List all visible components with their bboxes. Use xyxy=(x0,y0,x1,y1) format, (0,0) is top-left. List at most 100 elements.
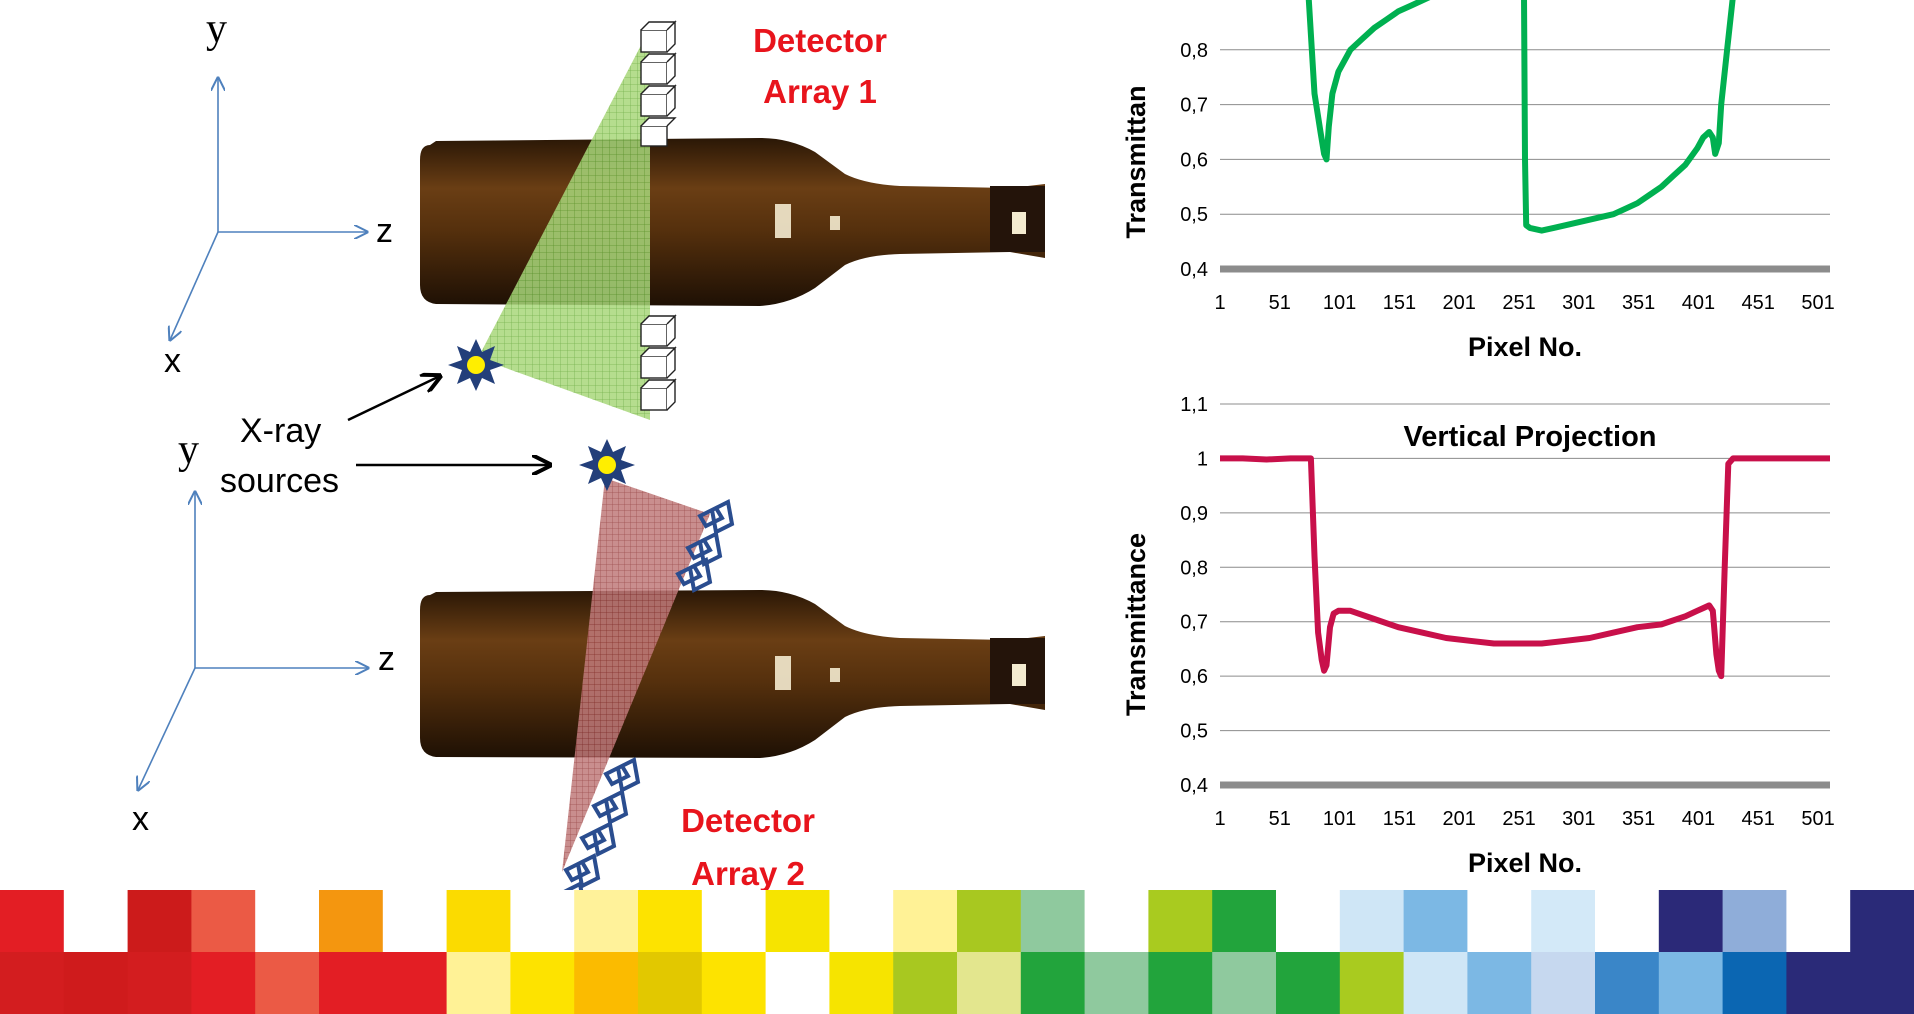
xray-label-line1: X-ray xyxy=(240,412,321,450)
palette-swatch xyxy=(1339,890,1405,952)
palette-swatch xyxy=(574,890,639,952)
palette-swatch xyxy=(957,952,1022,1014)
y-tick-label: 0,7 xyxy=(1180,612,1208,634)
detector-array-1-label: Detector Array 1 xyxy=(753,22,887,110)
palette-swatch xyxy=(1148,952,1213,1014)
palette-swatch xyxy=(765,890,830,952)
y-tick-label: 1,1 xyxy=(1180,394,1208,416)
detector-array-2-label: Detector Array 2 xyxy=(681,802,815,892)
axis-label-y-bottom: y xyxy=(178,427,199,473)
x-tick-label: 201 xyxy=(1443,292,1476,314)
palette-swatch xyxy=(893,952,958,1014)
x-tick-label: 1 xyxy=(1214,808,1225,830)
y-tick-label: 0,7 xyxy=(1180,95,1208,117)
palette-swatch xyxy=(1403,952,1468,1014)
y-tick-label: 0,9 xyxy=(1180,503,1208,525)
palette-swatch xyxy=(1276,890,1341,952)
palette-swatch xyxy=(1786,890,1851,952)
palette-swatch xyxy=(1850,890,1914,952)
x-tick-label: 101 xyxy=(1323,292,1356,314)
palette-swatch xyxy=(1339,952,1405,1014)
x-axis-label: Pixel No. xyxy=(1468,848,1582,878)
palette-swatch xyxy=(191,890,256,952)
y-tick-label: 0,4 xyxy=(1180,259,1208,281)
xray-source-top xyxy=(448,339,504,391)
axes-top: y z x xyxy=(164,6,393,380)
palette-swatch xyxy=(1467,890,1532,952)
palette-swatch xyxy=(0,952,65,1014)
y-tick-label: 0,4 xyxy=(1180,775,1208,797)
y-tick-label: 0,8 xyxy=(1180,40,1208,62)
xray-sources-label: X-ray sources xyxy=(220,412,339,500)
x-tick-label: 151 xyxy=(1383,292,1416,314)
axis-label-z-top: z xyxy=(376,212,393,250)
palette-swatch xyxy=(1850,952,1914,1014)
detector-array-1-line2: Array 1 xyxy=(763,73,877,110)
axes-bottom: y z x xyxy=(132,427,395,838)
palette-swatch xyxy=(1595,890,1660,952)
palette-swatch xyxy=(1722,890,1787,952)
x-tick-label: 101 xyxy=(1323,808,1356,830)
x-tick-label: 51 xyxy=(1269,292,1291,314)
series-line xyxy=(1220,455,1830,680)
y-tick-label: 0,5 xyxy=(1180,204,1208,226)
y-tick-label: 0,6 xyxy=(1180,666,1208,688)
palette-swatch xyxy=(1020,890,1086,952)
palette-swatch xyxy=(63,952,129,1014)
detector-array-2-line2: Array 2 xyxy=(691,855,805,892)
detector-array-1 xyxy=(640,20,677,411)
x-tick-label: 401 xyxy=(1682,292,1715,314)
y-axis-label: Transmittan xyxy=(1121,85,1151,238)
x-axis-label: Pixel No. xyxy=(1468,332,1582,362)
palette-swatch xyxy=(574,952,639,1014)
series-line xyxy=(1305,0,1736,234)
palette-swatch xyxy=(829,952,894,1014)
x-tick-label: 251 xyxy=(1502,808,1535,830)
y-axis-label: Transmittance xyxy=(1121,533,1151,716)
x-tick-label: 51 xyxy=(1269,808,1291,830)
beam-green xyxy=(478,28,650,420)
palette-swatch xyxy=(1467,952,1532,1014)
palette-swatch xyxy=(382,952,448,1014)
palette-swatch xyxy=(1084,952,1149,1014)
x-tick-label: 451 xyxy=(1742,292,1775,314)
beam-red xyxy=(562,478,710,872)
x-tick-label: 201 xyxy=(1443,808,1476,830)
axis-label-y-top: y xyxy=(206,6,227,52)
palette-swatch xyxy=(510,952,575,1014)
palette-swatch xyxy=(63,890,129,952)
bottle-bottom xyxy=(420,590,1045,758)
palette-swatch xyxy=(1084,890,1149,952)
palette-swatch xyxy=(701,952,767,1014)
palette-swatch xyxy=(127,952,192,1014)
palette-swatch xyxy=(446,952,511,1014)
palette-swatch xyxy=(1212,890,1277,952)
bottle-top xyxy=(420,138,1045,306)
x-tick-label: 501 xyxy=(1801,292,1834,314)
x-tick-label: 451 xyxy=(1742,808,1775,830)
xray-label-line2: sources xyxy=(220,462,339,500)
palette-swatch xyxy=(957,890,1022,952)
color-palette-strip xyxy=(0,890,1914,1014)
palette-swatch xyxy=(191,952,256,1014)
palette-swatch xyxy=(1020,952,1086,1014)
palette-swatch xyxy=(382,890,448,952)
palette-swatch xyxy=(127,890,192,952)
x-tick-label: 351 xyxy=(1622,808,1655,830)
x-tick-label: 351 xyxy=(1622,292,1655,314)
palette-swatch xyxy=(701,890,767,952)
palette-swatch xyxy=(0,890,65,952)
x-tick-label: 401 xyxy=(1682,808,1715,830)
y-tick-label: 0,6 xyxy=(1180,149,1208,171)
palette-swatch xyxy=(638,890,703,952)
palette-swatch xyxy=(1786,952,1851,1014)
palette-swatch xyxy=(1722,952,1787,1014)
x-tick-label: 301 xyxy=(1562,292,1595,314)
palette-swatch xyxy=(510,890,575,952)
arrow-to-source-top xyxy=(347,376,440,422)
axis-label-z-bottom: z xyxy=(378,640,395,678)
palette-swatch xyxy=(1531,890,1596,952)
